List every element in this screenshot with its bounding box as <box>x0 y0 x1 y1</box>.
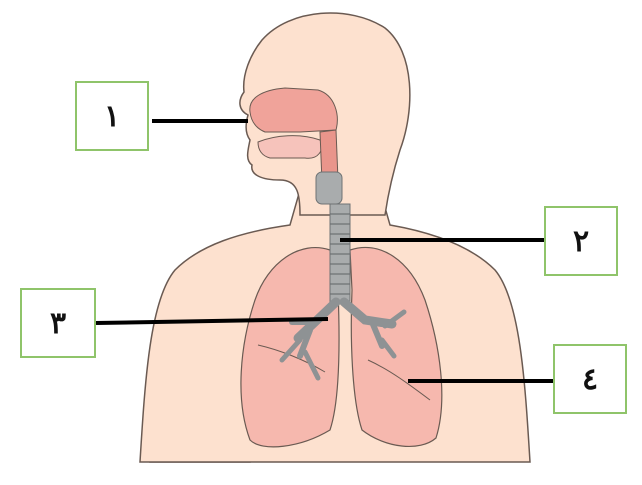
oral-cavity <box>257 135 323 159</box>
trachea-rings <box>330 213 350 295</box>
nasal-cavity <box>249 87 338 133</box>
right-lung-fissure <box>257 344 326 373</box>
larynx <box>315 171 343 205</box>
left-lung <box>349 246 443 448</box>
label-box-2: ٢ <box>544 206 618 276</box>
bronchi <box>279 297 407 381</box>
label-box-4: ٤ <box>553 344 627 414</box>
label-box-3: ٣ <box>20 288 96 358</box>
leader-line-3 <box>95 317 329 325</box>
left-lung-fissure <box>367 359 431 401</box>
right-lung <box>240 247 340 448</box>
label-box-1: ١ <box>75 81 149 151</box>
